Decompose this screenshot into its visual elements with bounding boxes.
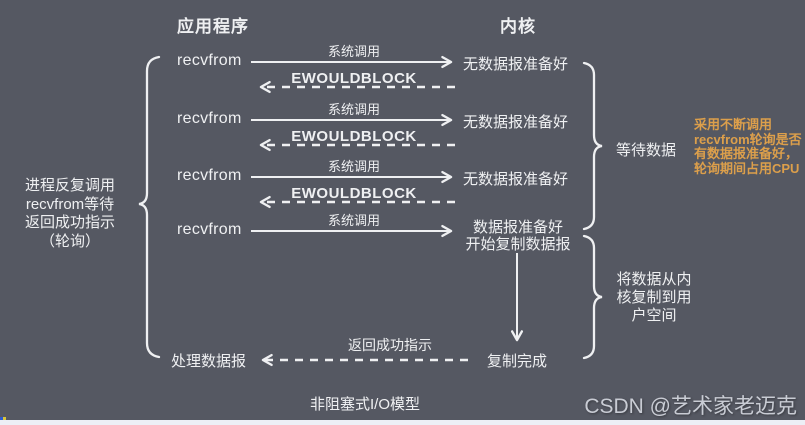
syscall-label-1: 系统调用	[327, 44, 380, 59]
kernel-state-2: 无数据报准备好	[463, 114, 569, 131]
copy-data-label-line1: 将数据从内	[616, 271, 692, 288]
left-brace	[138, 55, 161, 359]
polling-left-note-line3: 返回成功指示	[24, 214, 115, 231]
datagram-ready-label: 数据报准备好 开始复制数据报	[448, 219, 588, 253]
datagram-ready-line1: 数据报准备好	[472, 219, 563, 236]
syscall-label-3: 系统调用	[327, 159, 380, 174]
application-header: 应用程序	[177, 17, 249, 36]
copy-data-label: 将数据从内 核复制到用 户空间	[606, 271, 702, 325]
return-success-label: 返回成功指示	[348, 337, 432, 353]
polling-left-note-line2: recvfrom等待	[25, 195, 115, 213]
copy-done-label: 复制完成	[486, 353, 547, 370]
copy-data-brace	[582, 234, 603, 360]
favicon-dot	[0, 417, 6, 421]
kernel-state-1: 无数据报准备好	[463, 56, 569, 73]
model-title: 非阻塞式I/O模型	[309, 396, 420, 413]
csdn-watermark: CSDN @艺术家老迈克	[584, 395, 797, 418]
syscall-label-4: 系统调用	[327, 213, 380, 228]
polling-left-note-line4: （轮询）	[39, 232, 100, 250]
process-datagram-label: 处理数据报	[171, 353, 247, 370]
recvfrom-label-2: recvfrom	[177, 110, 242, 127]
recvfrom-label-1: recvfrom	[177, 52, 242, 69]
kernel-state-3: 无数据报准备好	[463, 171, 569, 188]
polling-cpu-note-line1: 采用不断调用	[694, 117, 773, 132]
ewouldblock-label-1: EWOULDBLOCK	[291, 70, 417, 87]
wait-data-brace	[582, 61, 603, 231]
polling-cpu-note-line2: recvfrom轮询是否	[694, 131, 802, 147]
polling-cpu-note-line4: 轮询期间占用CPU	[694, 160, 800, 176]
polling-cpu-note-line3: 有数据报准备好，	[694, 146, 799, 161]
polling-cpu-note: 采用不断调用 recvfrom轮询是否 有数据报准备好， 轮询期间占用CPU	[694, 117, 805, 176]
recvfrom-label-3: recvfrom	[177, 167, 242, 184]
copy-data-label-line2: 核复制到用	[616, 289, 692, 306]
syscall-label-2: 系统调用	[327, 102, 380, 117]
ewouldblock-label-3: EWOULDBLOCK	[291, 185, 417, 202]
copy-data-label-line3: 户空间	[631, 307, 677, 324]
datagram-ready-line2: 开始复制数据报	[465, 236, 571, 253]
ewouldblock-label-2: EWOULDBLOCK	[291, 128, 417, 145]
polling-left-note-line1: 进程反复调用	[24, 177, 115, 194]
recvfrom-label-4: recvfrom	[177, 221, 242, 238]
wait-data-label: 等待数据	[616, 142, 677, 159]
kernel-header: 内核	[500, 17, 536, 36]
polling-left-note: 进程反复调用 recvfrom等待 返回成功指示 （轮询）	[6, 177, 134, 251]
bottom-bar	[0, 420, 805, 425]
